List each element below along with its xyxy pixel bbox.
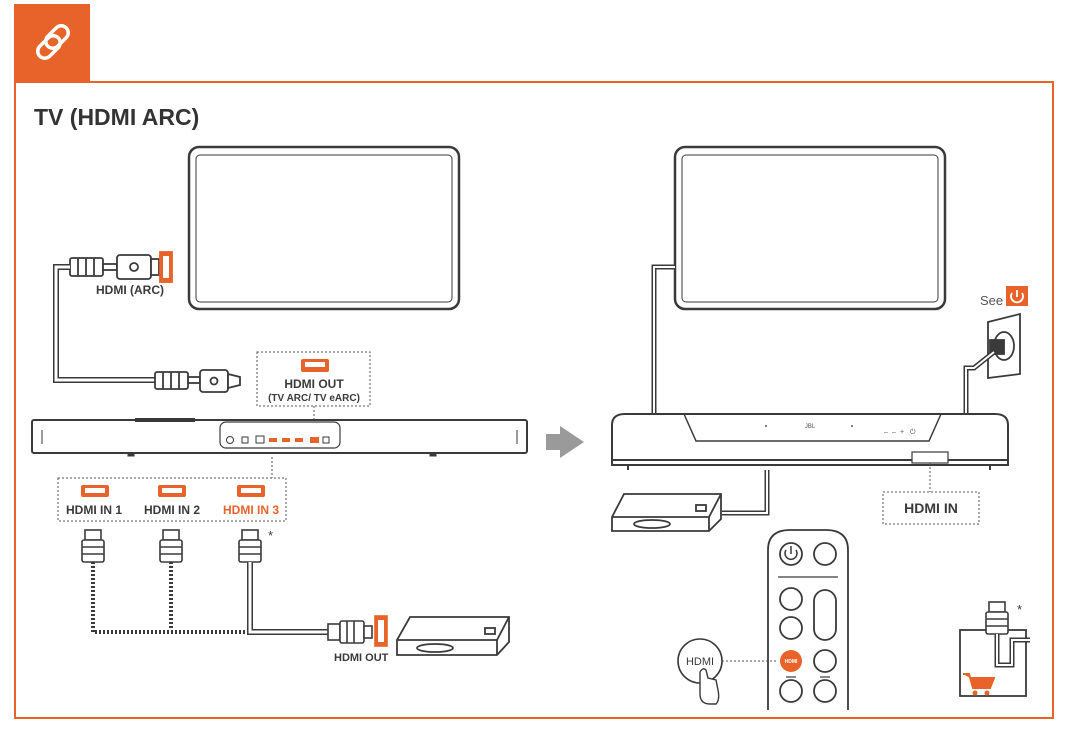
svg-text:⏻: ⏻ bbox=[910, 428, 916, 436]
hdmi-button-label: HDMI bbox=[686, 656, 714, 668]
svg-text:HDMI: HDMI bbox=[785, 659, 798, 665]
hdmi-arc-plug bbox=[69, 251, 173, 283]
section-frame bbox=[14, 81, 1054, 719]
disc-player-left bbox=[396, 616, 510, 656]
section-title: TV (HDMI ARC) bbox=[34, 104, 200, 130]
hdmi-out-player-label: HDMI OUT bbox=[334, 652, 389, 664]
hdmi-in-callout bbox=[57, 477, 287, 522]
hdmi-in-1-label: HDMI IN 1 bbox=[66, 503, 122, 517]
soundbar-left bbox=[31, 418, 528, 457]
hdmi-in-plugs bbox=[81, 529, 262, 563]
link-tab bbox=[14, 4, 90, 82]
see-label: See bbox=[980, 293, 1003, 308]
soundbar-right bbox=[611, 413, 1009, 470]
player-hdmi-plug bbox=[327, 615, 388, 647]
hdmi-press-callout: HDMI bbox=[677, 638, 723, 705]
power-icon bbox=[1006, 286, 1028, 306]
cart-icon bbox=[963, 673, 996, 696]
hand-pointer-icon bbox=[699, 668, 720, 705]
cable-cart-inset bbox=[959, 601, 1030, 697]
tv-arc-sub-label: (TV ARC/ TV eARC) bbox=[268, 393, 360, 404]
hdmi-in-port-icons bbox=[81, 485, 265, 497]
hdmi-out-callout bbox=[256, 351, 371, 407]
soundbar-top-buttons: ––+⏻ bbox=[765, 425, 916, 436]
hdmi-in-3-label: HDMI IN 3 bbox=[223, 503, 279, 517]
remote-control bbox=[767, 529, 849, 710]
tv-left bbox=[187, 145, 461, 311]
svg-text:–: – bbox=[884, 429, 888, 436]
brand-logo: JBL bbox=[805, 424, 816, 430]
svg-text:+: + bbox=[900, 429, 904, 436]
right-arrow-icon bbox=[546, 426, 584, 458]
hdmi-in-callout-right bbox=[882, 491, 980, 525]
hdmi-in-label: HDMI IN bbox=[904, 500, 958, 516]
hdmi-port-icon bbox=[301, 359, 329, 372]
tv-right bbox=[673, 145, 947, 311]
hdmi-out-plug bbox=[154, 369, 241, 393]
asterisk-right: * bbox=[1017, 602, 1022, 617]
disc-player-right bbox=[611, 493, 722, 532]
svg-text:–: – bbox=[892, 429, 896, 436]
link-icon bbox=[36, 24, 70, 60]
hdmi-in-2-label: HDMI IN 2 bbox=[144, 503, 200, 517]
hdmi-arc-label: HDMI (ARC) bbox=[96, 283, 164, 297]
remote-hdmi-button: HDMI bbox=[780, 650, 802, 672]
asterisk-left: * bbox=[268, 528, 273, 543]
tv-to-soundbar-cable bbox=[651, 264, 675, 414]
wall-outlet bbox=[987, 312, 1021, 380]
player-to-soundbar-cable bbox=[722, 470, 770, 516]
hdmi-out-tv-label: HDMI OUT bbox=[284, 377, 344, 391]
solid-cable-in3 bbox=[247, 562, 335, 635]
dotted-cable-in1 bbox=[91, 562, 335, 634]
